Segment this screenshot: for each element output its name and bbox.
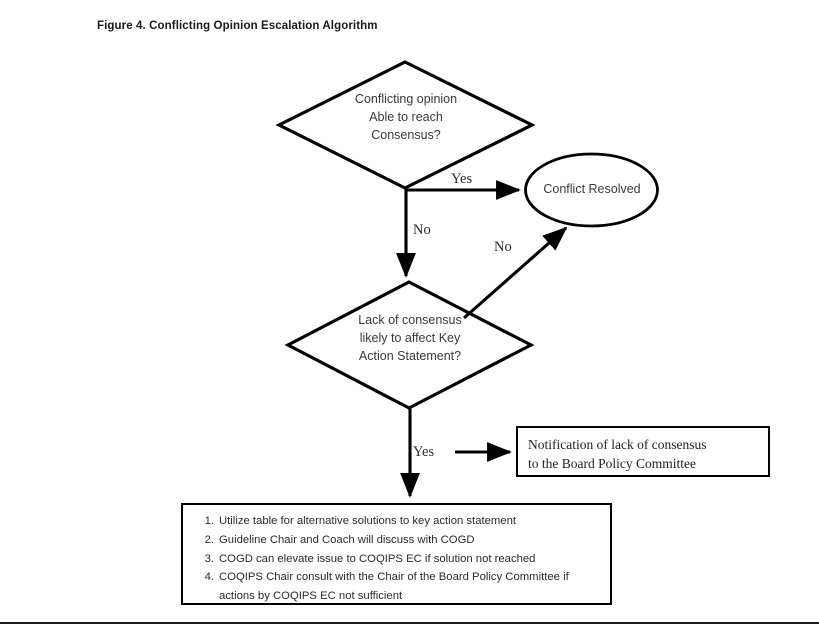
process-node-actions: Utilize table for alternative solutions …	[181, 503, 612, 605]
list-item: Guideline Chair and Coach will discuss w…	[198, 531, 475, 550]
process-node-notification-label: Notification of lack of consensus to the…	[528, 437, 707, 472]
figure-title: Figure 4. Conflicting Opinion Escalation…	[97, 20, 378, 32]
terminator-node-conflict-resolved	[524, 152, 659, 228]
page-footer-rule	[0, 622, 819, 624]
list-item: COGD can elevate issue to COQIPS EC if s…	[198, 550, 536, 569]
list-item: COQIPS Chair consult with the Chair of t…	[198, 568, 569, 602]
edge-decision2-no-to-resolved	[462, 226, 568, 320]
decision-node-lack-of-consensus	[284, 280, 535, 410]
decision-node-conflicting-opinion	[275, 60, 536, 190]
actions-list: Utilize table for alternative solutions …	[183, 505, 610, 606]
process-node-notification: Notification of lack of consensus to the…	[516, 426, 770, 477]
list-item: Utilize table for alternative solutions …	[198, 512, 517, 531]
